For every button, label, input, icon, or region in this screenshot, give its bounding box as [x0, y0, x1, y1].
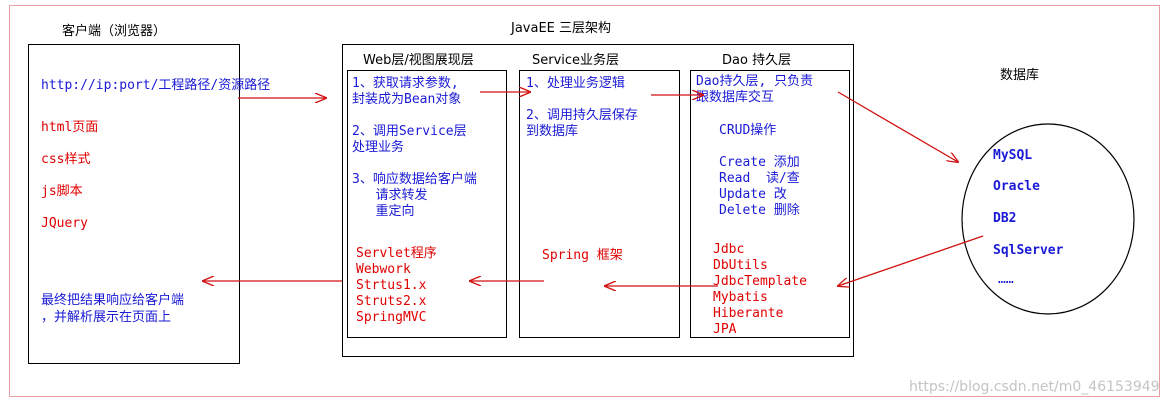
db-item: …… — [998, 272, 1014, 287]
dao-crud-item: Delete 删除 — [719, 203, 800, 218]
client-title: 客户端（浏览器） — [62, 24, 167, 39]
dao-framework: Mybatis — [713, 290, 768, 305]
web-framework: SpringMVC — [356, 310, 427, 325]
web-title: Web层/视图展现层 — [363, 53, 474, 68]
service-step: 1、处理业务逻辑 — [526, 76, 625, 91]
web-step: 请求转发 — [352, 188, 428, 203]
arch-title: JavaEE 三层架构 — [511, 21, 612, 36]
client-result-line: ，并解析展示在页面上 — [41, 310, 172, 325]
dao-title: Dao 持久层 — [722, 53, 792, 68]
dao-framework: JPA — [713, 322, 737, 337]
web-framework: Webwork — [356, 262, 411, 277]
db-item: MySQL — [993, 148, 1033, 163]
web-framework: Servlet程序 — [356, 246, 437, 261]
dao-crud-item: Read 读/查 — [719, 171, 800, 186]
db-item: DB2 — [993, 211, 1017, 226]
client-box — [28, 44, 240, 364]
web-step: 3、响应数据给客户端 — [352, 172, 477, 187]
service-step: 到数据库 — [526, 124, 579, 139]
dao-desc: 跟数据库交互 — [696, 90, 775, 105]
watermark: https://blog.csdn.net/m0_46153949 — [909, 379, 1160, 395]
dao-box — [690, 70, 850, 338]
dao-framework: DbUtils — [713, 258, 768, 273]
dao-crud-item: Create 添加 — [719, 155, 800, 170]
web-step: 封装成为Bean对象 — [352, 92, 462, 107]
service-title: Service业务层 — [532, 53, 620, 68]
client-url: http://ip:port/工程路径/资源路径 — [41, 78, 271, 93]
web-step: 2、调用Service层 — [352, 124, 467, 139]
client-item: css样式 — [41, 152, 91, 167]
service-framework: Spring 框架 — [542, 248, 623, 263]
client-item: JQuery — [41, 216, 88, 231]
dao-desc: Dao持久层, 只负责 — [696, 74, 814, 89]
web-box — [347, 70, 507, 338]
client-result-line: 最终把结果响应给客户端 — [41, 293, 185, 308]
dao-crud-item: Update 改 — [719, 187, 787, 202]
web-step: 处理业务 — [352, 140, 405, 155]
dao-crud-title: CRUD操作 — [719, 123, 777, 138]
service-box — [519, 70, 680, 338]
db-title: 数据库 — [1000, 68, 1040, 83]
client-item: html页面 — [41, 120, 99, 135]
dao-framework: Jdbc — [713, 242, 745, 257]
dao-framework: Hiberante — [713, 306, 784, 321]
web-framework: Strtus1.x — [356, 278, 427, 293]
db-item: SqlServer — [993, 243, 1064, 258]
web-step: 重定向 — [352, 204, 415, 219]
client-item: js脚本 — [41, 184, 83, 199]
outer-frame — [9, 5, 1160, 397]
dao-framework: JdbcTemplate — [713, 274, 807, 289]
web-step: 1、获取请求参数, — [352, 76, 459, 91]
service-step: 2、调用持久层保存 — [526, 108, 638, 123]
db-item: Oracle — [993, 179, 1040, 194]
web-framework: Struts2.x — [356, 294, 427, 309]
